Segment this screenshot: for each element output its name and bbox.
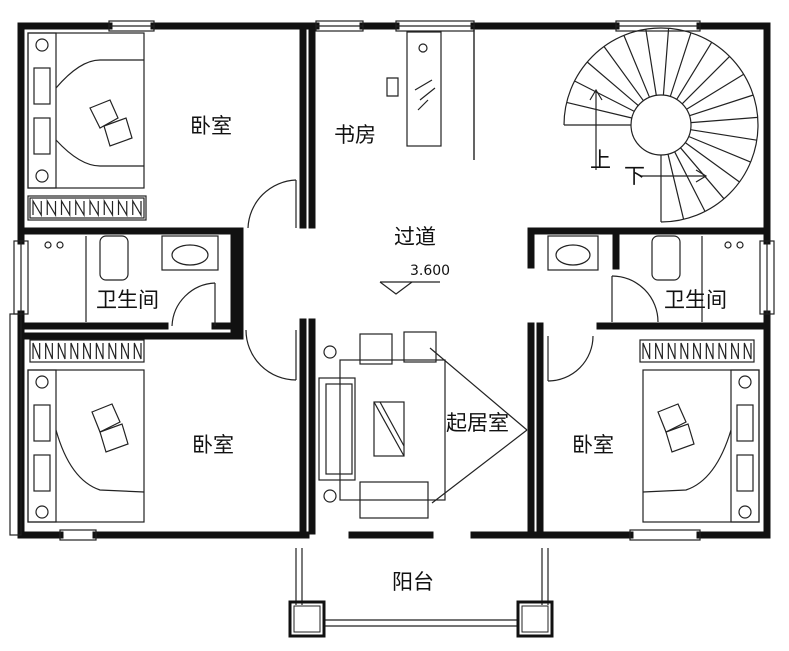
room-label-bedroom-bottom-right: 卧室 [572, 433, 614, 457]
wardrobe-bottom-left [29, 339, 145, 363]
wardrobe-top-left [29, 197, 145, 219]
elevation-label: 3.600 [410, 263, 451, 279]
room-label-bath-right: 卫生间 [664, 288, 727, 312]
doors [171, 179, 659, 504]
exterior-walls [17, 22, 771, 539]
stair-down-arrow [640, 169, 708, 183]
room-label-balcony: 阳台 [392, 570, 434, 594]
interior-walls [21, 26, 767, 535]
stair-treads [564, 28, 758, 222]
stair-up-label: 上 [590, 148, 611, 172]
bed-bottom-right [642, 369, 760, 523]
bath-left-fixtures [44, 235, 219, 322]
bed-top-left [27, 32, 147, 221]
room-label-living-room: 起居室 [446, 411, 509, 435]
stair-outer-arc [563, 27, 759, 223]
bath-right-fixtures [547, 235, 744, 322]
room-label-bath-left: 卫生间 [96, 288, 159, 312]
bed-bottom-left [27, 369, 145, 523]
stair-core [630, 94, 692, 156]
stair-down-label: 下 [624, 164, 645, 188]
elevation-marker [379, 281, 440, 295]
wardrobe-bottom-right [639, 339, 755, 363]
spiral-stair [563, 27, 759, 223]
windows [9, 20, 775, 541]
room-label-corridor: 过道 [394, 225, 436, 249]
study-desk [386, 31, 442, 147]
living-furniture [318, 331, 446, 519]
room-label-bedroom-bottom-left: 卧室 [192, 433, 234, 457]
stair-up-arrow [589, 88, 603, 170]
room-label-bedroom-top-left: 卧室 [190, 114, 232, 138]
room-label-study: 书房 [334, 123, 376, 147]
balcony [288, 548, 554, 638]
